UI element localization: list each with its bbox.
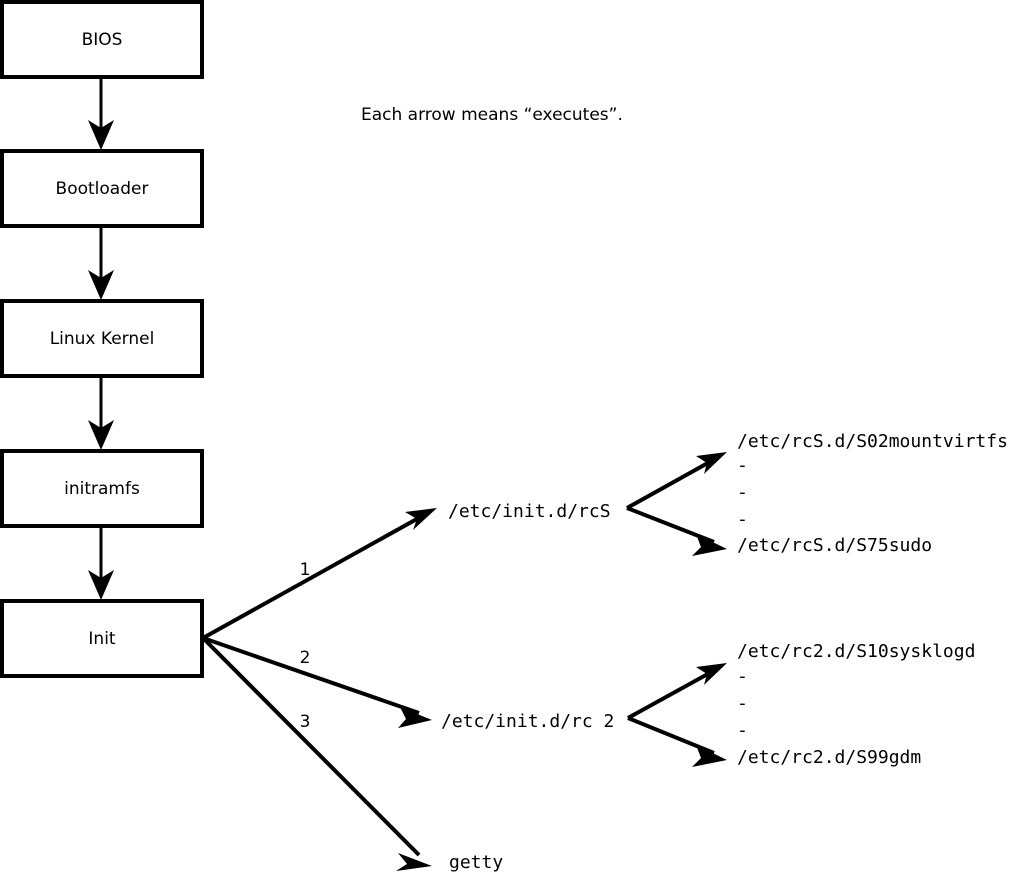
script-label-first-rcs: /etc/rcS.d/S02mountvirtfs bbox=[737, 431, 1008, 452]
fan-ellipsis-dash: - bbox=[737, 482, 748, 503]
script-label-last-rcs: /etc/rcS.d/S75sudo bbox=[737, 535, 932, 556]
branch-target-label-rc2: /etc/init.d/rc 2 bbox=[441, 711, 614, 732]
fan-ellipsis-dash: - bbox=[737, 666, 748, 687]
branch-number-1: 1 bbox=[300, 560, 311, 580]
stage-box-initramfs[interactable]: initramfs bbox=[0, 449, 204, 528]
fan-ellipsis-dash: - bbox=[737, 720, 748, 741]
branch-number-3: 3 bbox=[300, 712, 311, 732]
stage-label-linux-kernel: Linux Kernel bbox=[50, 329, 155, 349]
stage-label-init: Init bbox=[88, 629, 116, 649]
branch-target-label-getty: getty bbox=[449, 852, 503, 873]
stage-label-bios: BIOS bbox=[82, 30, 123, 50]
branch-init-to-rcs: 1 /etc/init.d/rcS bbox=[202, 501, 611, 640]
fan-ellipsis-dash: - bbox=[737, 509, 748, 530]
arrow-head bbox=[696, 452, 727, 474]
arrow-head bbox=[692, 534, 727, 556]
script-label-last-rc2: /etc/rc2.d/S99gdm bbox=[737, 747, 921, 768]
branch-shaft bbox=[202, 636, 420, 715]
fan-shaft-first bbox=[627, 668, 716, 720]
stage-box-rect bbox=[0, 449, 204, 528]
branch-target-label-rcs: /etc/init.d/rcS bbox=[448, 501, 611, 522]
branch-shaft bbox=[202, 513, 425, 640]
arrow-bootloader-to-kernel bbox=[88, 226, 114, 300]
stage-box-linux-kernel[interactable]: Linux Kernel bbox=[0, 299, 204, 378]
stage-box-rect bbox=[0, 599, 204, 678]
fan-shaft-first bbox=[626, 457, 716, 510]
fan-ellipsis-dash: - bbox=[737, 455, 748, 476]
branch-number-2: 2 bbox=[300, 648, 311, 668]
arrow-head bbox=[692, 745, 727, 767]
caption-each-arrow-means-executes: Each arrow means “executes”. bbox=[361, 105, 623, 125]
arrow-head bbox=[88, 120, 114, 150]
stage-label-bootloader: Bootloader bbox=[56, 179, 149, 199]
arrow-bios-to-bootloader bbox=[88, 77, 114, 150]
stage-box-rect bbox=[0, 0, 204, 79]
branch-shaft bbox=[201, 636, 421, 857]
arrow-head bbox=[88, 270, 114, 300]
fan-rc2-scripts: /etc/rc2.d/S10sysklogd - - - /etc/rc2.d/… bbox=[627, 641, 975, 768]
arrow-head bbox=[88, 420, 114, 450]
fan-ellipsis-dash: - bbox=[737, 693, 748, 714]
script-label-first-rc2: /etc/rc2.d/S10sysklogd bbox=[737, 641, 975, 662]
branch-init-to-rc2: 2 /etc/init.d/rc 2 bbox=[202, 636, 614, 732]
arrow-head bbox=[405, 508, 437, 530]
stage-label-initramfs: initramfs bbox=[64, 479, 140, 499]
arrow-head bbox=[88, 570, 114, 600]
arrow-initramfs-to-init bbox=[88, 526, 114, 600]
branch-init-to-getty: 3 getty bbox=[201, 636, 503, 873]
fan-rcs-scripts: /etc/rcS.d/S02mountvirtfs - - - /etc/rcS… bbox=[626, 431, 1008, 556]
stage-box-init[interactable]: Init bbox=[0, 599, 204, 678]
stage-box-bootloader[interactable]: Bootloader bbox=[0, 149, 204, 228]
arrow-head bbox=[396, 853, 432, 871]
stage-box-bios[interactable]: BIOS bbox=[0, 0, 204, 79]
arrow-kernel-to-initramfs bbox=[88, 376, 114, 450]
arrow-head bbox=[398, 707, 432, 728]
arrow-head bbox=[696, 663, 727, 685]
